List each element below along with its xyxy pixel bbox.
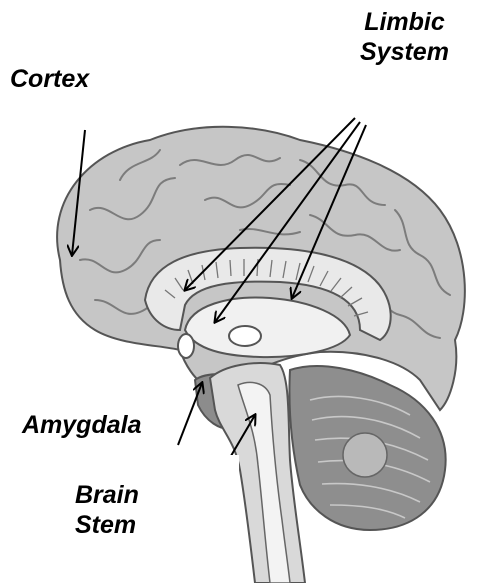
amygdala-arrow: [178, 383, 202, 445]
cerebellum-core: [343, 433, 387, 477]
brain-stem-label-line1: Brain: [75, 480, 139, 510]
cortex-label: Cortex: [10, 64, 89, 94]
brain-stem-label-line2: Stem: [75, 510, 139, 540]
limbic-label-line1: Limbic: [360, 7, 449, 37]
thalamus-oval: [229, 326, 261, 346]
optic-body: [178, 334, 194, 358]
amygdala-label: Amygdala: [22, 410, 141, 440]
brain-stem-label: Brain Stem: [75, 480, 139, 540]
limbic-system-label: Limbic System: [360, 7, 449, 67]
limbic-label-line2: System: [360, 37, 449, 67]
label-backdrop: [184, 455, 239, 545]
